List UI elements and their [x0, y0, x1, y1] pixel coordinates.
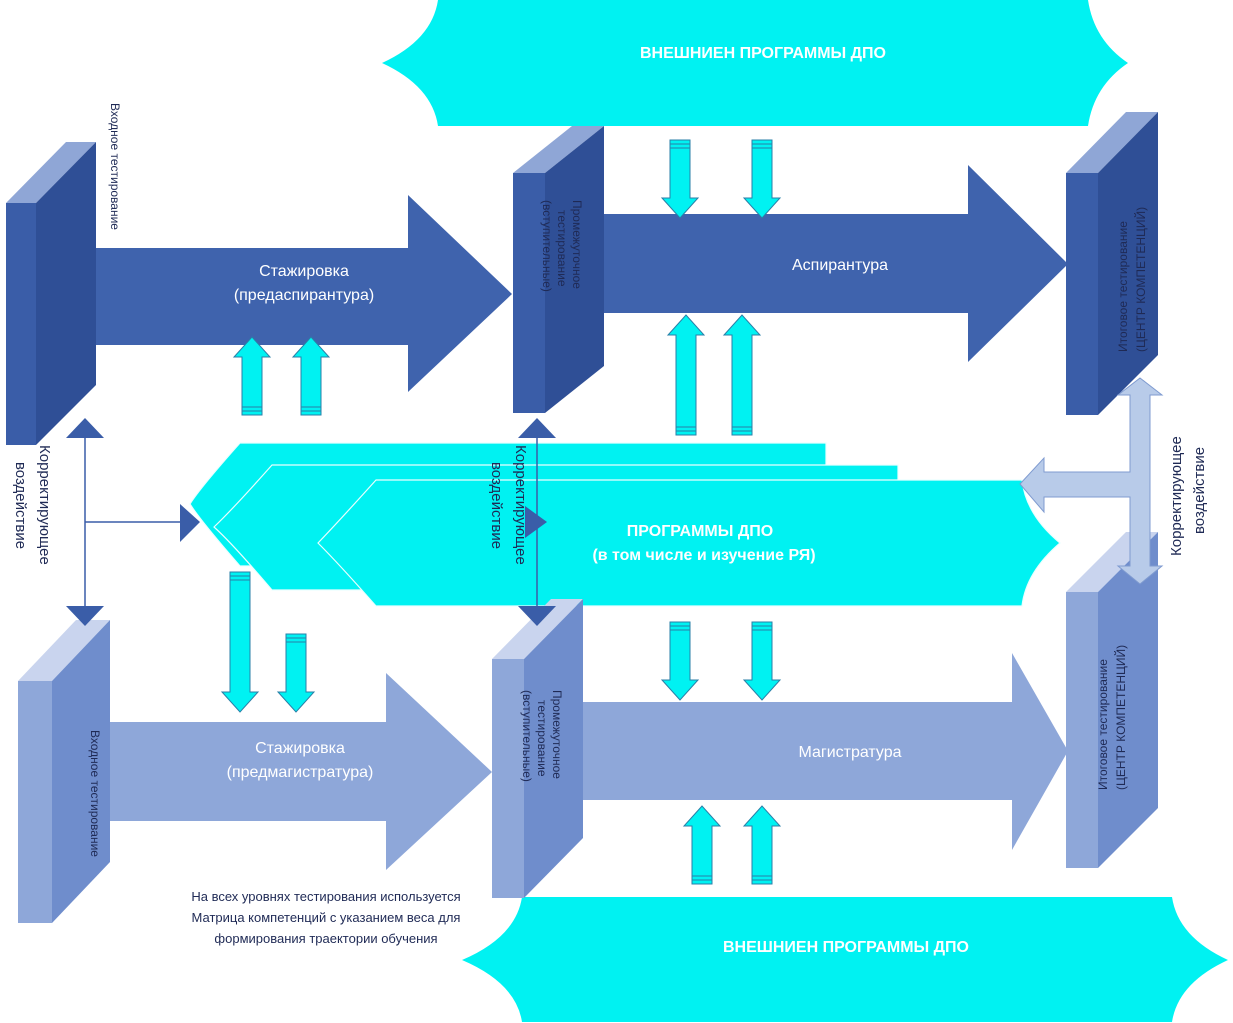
- arrow-up-11: [683, 805, 721, 885]
- note-line2: Матрица компетенций с указанием веса для: [192, 910, 461, 925]
- arrow-up-12: [743, 805, 781, 885]
- arrow-up-3: [667, 314, 705, 436]
- arrow-down-1: [661, 139, 699, 219]
- bottom-banner-shape: [462, 897, 1228, 1022]
- arrow-down-7: [221, 571, 259, 713]
- top-entry-test-label: Входное тестирование: [108, 103, 122, 230]
- feedback-middle-line2: воздействие: [488, 462, 505, 549]
- middle-feedback-connector: Корректирующее воздействие: [488, 418, 556, 626]
- bottom-magistratura-arrow: Магистратура: [580, 653, 1068, 850]
- arrow-up-5: [233, 336, 271, 416]
- bottom-mid-test-box: Промежуточное тестирование (вступительны…: [492, 599, 583, 898]
- central-program-subtitle: (в том числе и изучение РЯ): [592, 547, 815, 564]
- top-internship-label: Стажировка: [259, 263, 349, 280]
- bottom-final-test-line1: Итоговое тестирование: [1096, 659, 1110, 790]
- central-programs-block: ПРОГРАММЫ ДПО (в том числе и изучение РЯ…: [189, 442, 1061, 607]
- note-line1: На всех уровнях тестирования используетс…: [191, 889, 460, 904]
- top-mid-test-line3: (вступительные): [540, 200, 554, 292]
- top-final-test-line2: (ЦЕНТР КОМПЕТЕНЦИЙ): [1133, 207, 1148, 352]
- top-mid-test-line2: тестирование: [555, 210, 569, 287]
- left-feedback-connector: Корректирующее воздействие: [12, 418, 200, 626]
- right-feedback-connector: Корректирующее воздействие: [1019, 377, 1208, 585]
- magistratura-label: Магистратура: [798, 744, 901, 761]
- bottom-final-test-box: Итоговое тестирование (ЦЕНТР КОМПЕТЕНЦИЙ…: [1066, 532, 1158, 868]
- arrow-down-2: [743, 139, 781, 219]
- arrow-down-8: [277, 633, 315, 713]
- top-external-programs-banner: ВНЕШНИЕН ПРОГРАММЫ ДПО: [382, 0, 1128, 126]
- bottom-mid-test-line3: (вступительные): [520, 690, 534, 782]
- feedback-right-line2: воздействие: [1191, 447, 1208, 534]
- arrow-down-10: [743, 621, 781, 701]
- bottom-mid-test-line1: Промежуточное: [550, 690, 564, 779]
- top-mid-test-box: Промежуточное тестирование (вступительны…: [513, 126, 604, 413]
- bottom-internship-arrow: Стажировка (предмагистратура): [108, 673, 492, 870]
- top-internship-arrow: Стажировка (предаспирантура): [96, 195, 512, 392]
- arrow-up-6: [292, 336, 330, 416]
- feedback-left-line1: Корректирующее: [36, 445, 53, 565]
- top-internship-sublabel: (предаспирантура): [234, 287, 374, 304]
- competency-matrix-note: На всех уровнях тестирования используетс…: [191, 889, 460, 946]
- top-mid-test-line1: Промежуточное: [570, 200, 584, 289]
- feedback-middle-line1: Корректирующее: [512, 445, 529, 565]
- bottom-internship-sublabel: (предмагистратура): [227, 764, 374, 781]
- bottom-mid-test-line2: тестирование: [535, 700, 549, 777]
- arrow-up-4: [723, 314, 761, 436]
- arrow-down-9: [661, 621, 699, 701]
- top-entry-test-box: Входное тестирование: [6, 103, 122, 445]
- top-aspirantura-arrow: Аспирантура: [604, 165, 1068, 362]
- bottom-internship-label: Стажировка: [255, 740, 345, 757]
- aspirantura-label: Аспирантура: [792, 257, 888, 274]
- feedback-right-line1: Корректирующее: [1168, 436, 1185, 556]
- note-line3: формирования траектории обучения: [214, 931, 437, 946]
- bottom-banner-label: ВНЕШНИЕН ПРОГРАММЫ ДПО: [723, 939, 969, 956]
- feedback-left-line2: воздействие: [12, 462, 29, 549]
- central-scroll-front: [317, 479, 1061, 607]
- central-program-title: ПРОГРАММЫ ДПО: [627, 523, 773, 540]
- top-banner-label: ВНЕШНИЕН ПРОГРАММЫ ДПО: [640, 45, 886, 62]
- top-banner-shape: [382, 0, 1128, 126]
- bottom-entry-test-label: Входное тестирование: [88, 730, 102, 857]
- bottom-entry-test-box: Входное тестирование: [18, 620, 110, 923]
- bottom-final-test-line2: (ЦЕНТР КОМПЕТЕНЦИЙ): [1113, 645, 1128, 790]
- bottom-external-programs-banner: ВНЕШНИЕН ПРОГРАММЫ ДПО: [462, 897, 1228, 1022]
- top-final-test-line1: Итоговое тестирование: [1116, 221, 1130, 352]
- top-final-test-box: Итоговое тестирование (ЦЕНТР КОМПЕТЕНЦИЙ…: [1066, 112, 1158, 415]
